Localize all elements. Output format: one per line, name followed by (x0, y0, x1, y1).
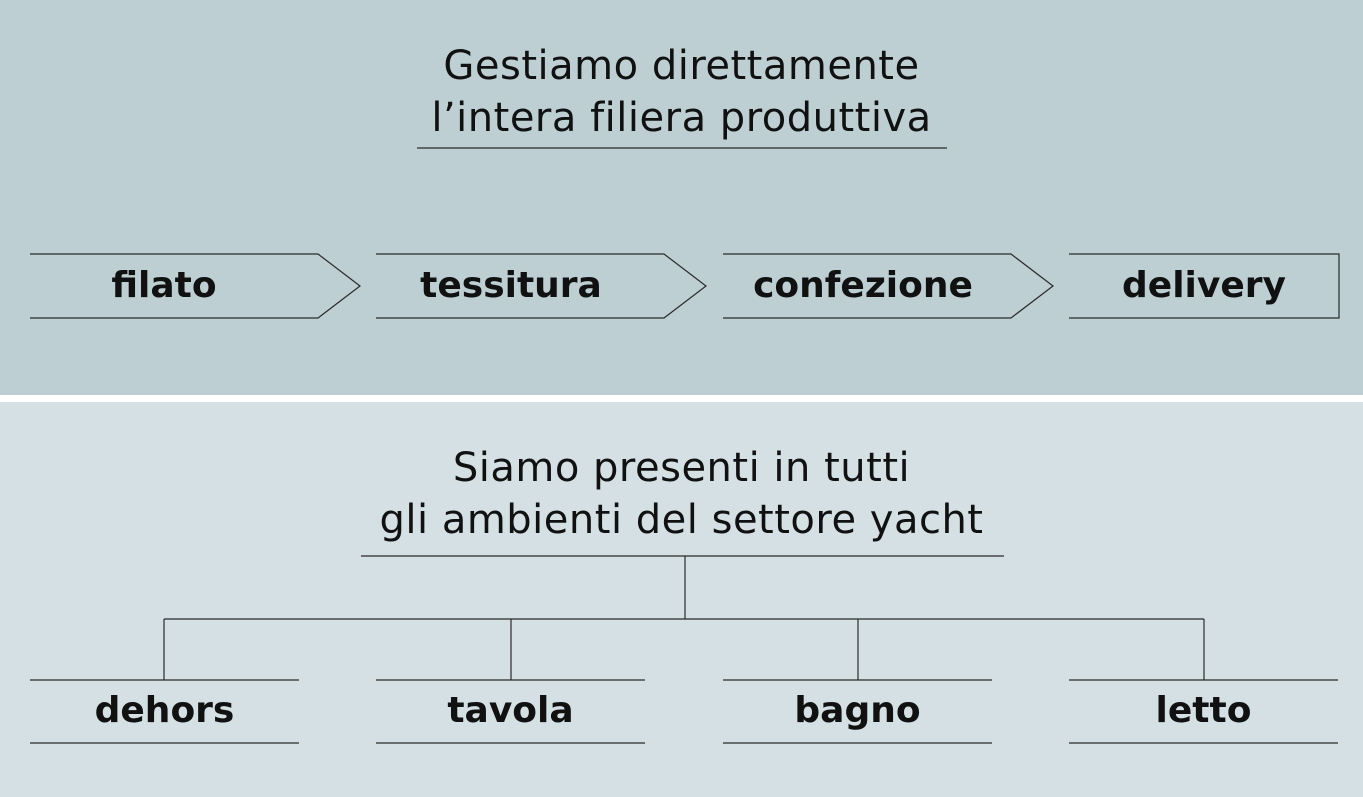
step-arrow-confezione (723, 253, 1054, 319)
production-chain-title: Gestiamo direttamente l’intera filiera p… (0, 40, 1363, 144)
step-label-tessitura: tessitura (420, 265, 602, 306)
area-label-dehors: dehors (94, 690, 235, 731)
production-chain-title-line-1: Gestiamo direttamente (443, 43, 920, 89)
bottom-panel (0, 402, 1363, 797)
yacht-sector-title-line-1: Siamo presenti in tutti (452, 445, 911, 491)
step-arrow-filato (30, 253, 361, 319)
area-label-letto: letto (1155, 690, 1252, 731)
step-label-filato: filato (111, 265, 217, 306)
step-arrow-tessitura (376, 253, 707, 319)
yacht-sector-title: Siamo presenti in tutti gli ambienti del… (0, 442, 1363, 546)
production-chain-title-line-2: l’intera filiera produttiva (431, 95, 932, 141)
step-box-delivery (1069, 253, 1340, 319)
area-label-bagno: bagno (794, 690, 921, 731)
yacht-sector-title-line-2: gli ambienti del settore yacht (379, 497, 984, 543)
step-label-delivery: delivery (1122, 265, 1286, 306)
area-label-tavola: tavola (447, 690, 574, 731)
step-label-confezione: confezione (753, 265, 973, 306)
top-panel (0, 0, 1363, 395)
